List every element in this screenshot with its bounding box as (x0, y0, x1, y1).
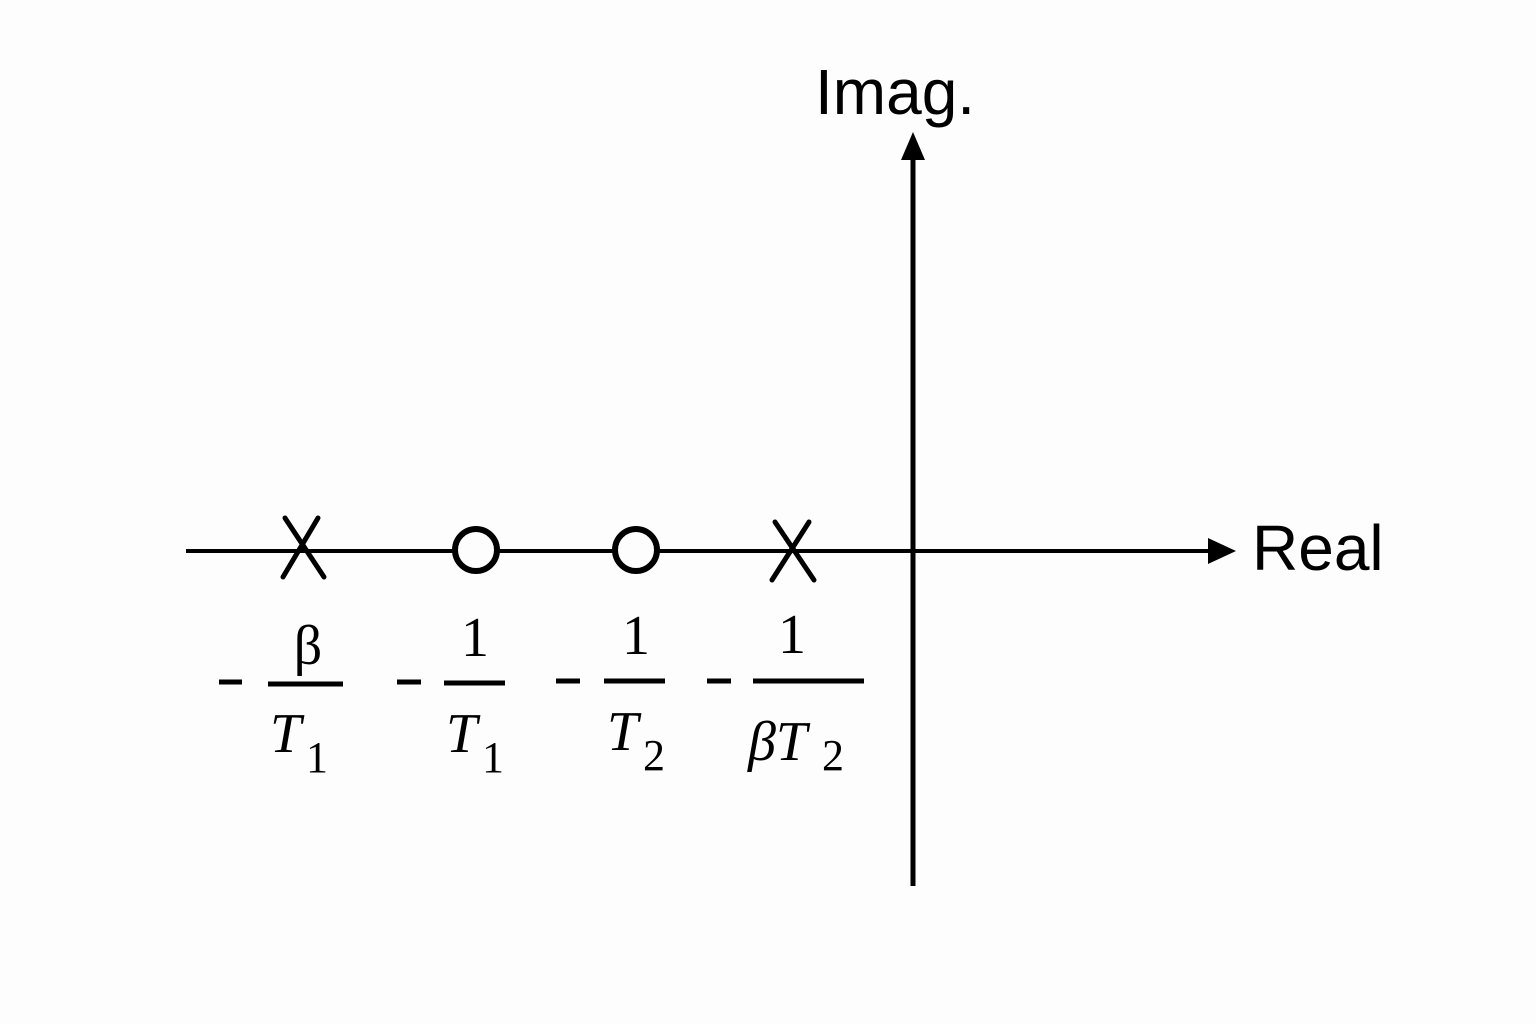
pole-marker-1 (280, 515, 327, 580)
imag-axis (901, 132, 925, 886)
svg-text:T: T (607, 701, 642, 763)
real-axis-label: Real (1252, 512, 1384, 584)
zero-marker-2 (612, 526, 660, 574)
svg-text:2: 2 (643, 731, 665, 780)
svg-text:1: 1 (622, 605, 650, 667)
imag-axis-label: Imag. (815, 56, 975, 128)
svg-text:β: β (294, 615, 323, 677)
zero-1-label: 1 T 1 (397, 607, 505, 782)
svg-text:1: 1 (482, 733, 504, 782)
real-axis (186, 538, 1236, 564)
zero-marker-1 (452, 526, 500, 574)
svg-text:1: 1 (306, 733, 328, 782)
svg-text:1: 1 (778, 604, 806, 666)
svg-text:1: 1 (461, 607, 489, 669)
svg-text:T: T (270, 703, 305, 765)
svg-text:βT: βT (747, 711, 811, 773)
pole-marker-2 (769, 519, 817, 583)
real-axis-arrow-icon (1208, 538, 1236, 564)
pole-1-label: β T 1 (219, 615, 343, 782)
svg-text:2: 2 (822, 731, 844, 780)
imag-axis-arrow-icon (901, 132, 925, 160)
pole-2-label: 1 βT 2 (707, 604, 864, 780)
zero-2-label: 1 T 2 (556, 605, 665, 780)
svg-text:T: T (446, 703, 481, 765)
